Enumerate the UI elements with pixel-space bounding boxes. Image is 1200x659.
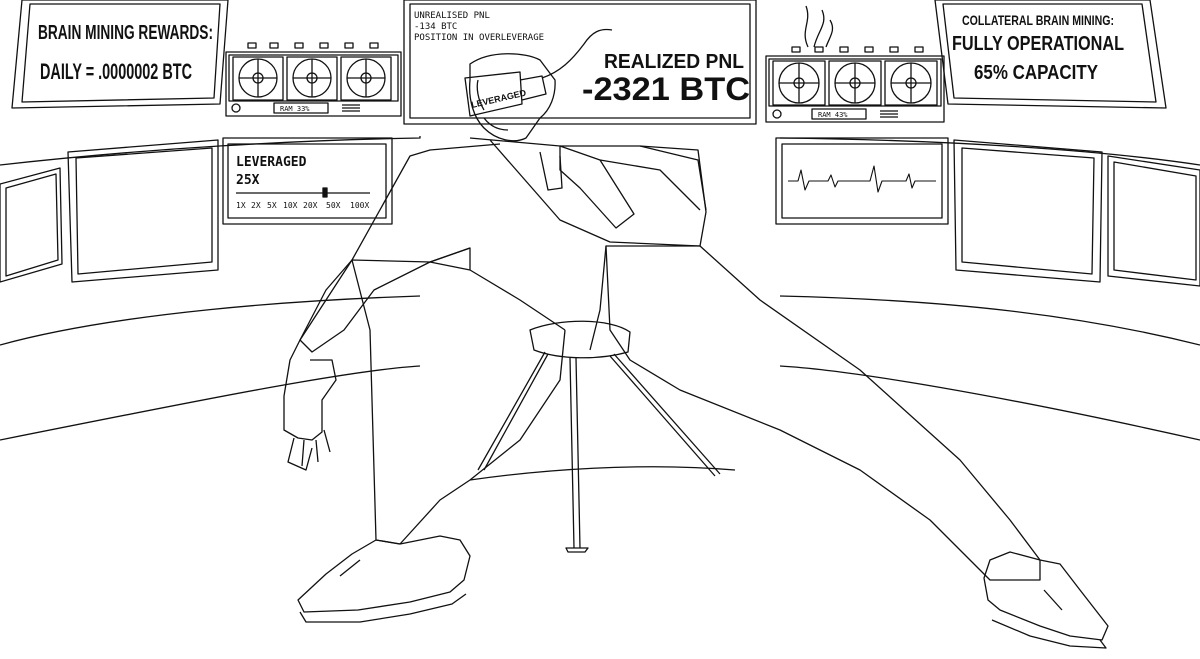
miner-rig-left <box>225 42 402 117</box>
headset-icon <box>464 71 523 117</box>
rewards-monitor <box>11 0 229 109</box>
miner-rig-right <box>765 5 945 123</box>
rewards-text: BRAIN MINING REWARDS: DAILY = .0000002 B… <box>38 22 213 84</box>
leverage-screen <box>222 137 393 225</box>
pnl-text: UNREALISED PNL -134 BTC POSITION IN OVER… <box>414 11 750 107</box>
rewards-title: BRAIN MINING REWARDS: <box>38 22 213 44</box>
ram-right-label: RAM 43% <box>818 111 848 119</box>
realized-pnl-label: REALIZED PNL <box>604 51 744 73</box>
realized-pnl-value: -2321 BTC <box>582 71 750 107</box>
leverage-scale: 1X 2X 5X 10X 20X 50X 100X <box>236 201 369 210</box>
leverage-value: 25X <box>236 173 260 188</box>
ram-left-label: RAM 33% <box>280 105 310 113</box>
leverage-tick: 50X <box>326 201 341 210</box>
heartbeat-screen <box>775 137 949 225</box>
unrealised-pnl-value: -134 BTC <box>414 22 457 32</box>
leverage-tick: 2X <box>251 201 261 210</box>
collateral-title: COLLATERAL BRAIN MINING: <box>962 12 1114 28</box>
console-screens-right <box>953 139 1200 287</box>
console-desk <box>0 136 1200 441</box>
pnl-monitor <box>403 0 757 125</box>
unrealised-pnl-label: UNREALISED PNL <box>414 11 490 21</box>
leverage-title: LEVERAGED <box>236 155 307 170</box>
leverage-tick: 10X <box>283 201 298 210</box>
rewards-daily: DAILY = .0000002 BTC <box>40 59 192 84</box>
leverage-tick: 5X <box>267 201 277 210</box>
console-screens-left <box>0 139 219 283</box>
collateral-status: FULLY OPERATIONAL <box>952 33 1124 55</box>
headset-label: LEVERAGED <box>470 87 527 109</box>
shoe-left <box>297 535 471 613</box>
collateral-capacity: 65% CAPACITY <box>974 62 1099 84</box>
leverage-tick: 100X <box>350 201 369 210</box>
slumped-trader <box>283 28 1109 649</box>
leverage-tick: 1X <box>236 201 246 210</box>
chair <box>469 320 736 553</box>
collateral-text: COLLATERAL BRAIN MINING: FULLY OPERATION… <box>952 12 1124 84</box>
position-status: POSITION IN OVERLEVERAGE <box>414 33 544 43</box>
leverage-text: LEVERAGED 25X 1X 2X 5X 10X 20X 50X 100X <box>236 155 369 210</box>
ram-labels: RAM 33% RAM 43% <box>280 105 848 119</box>
shoe-right <box>983 551 1109 641</box>
leverage-tick: 20X <box>303 201 318 210</box>
